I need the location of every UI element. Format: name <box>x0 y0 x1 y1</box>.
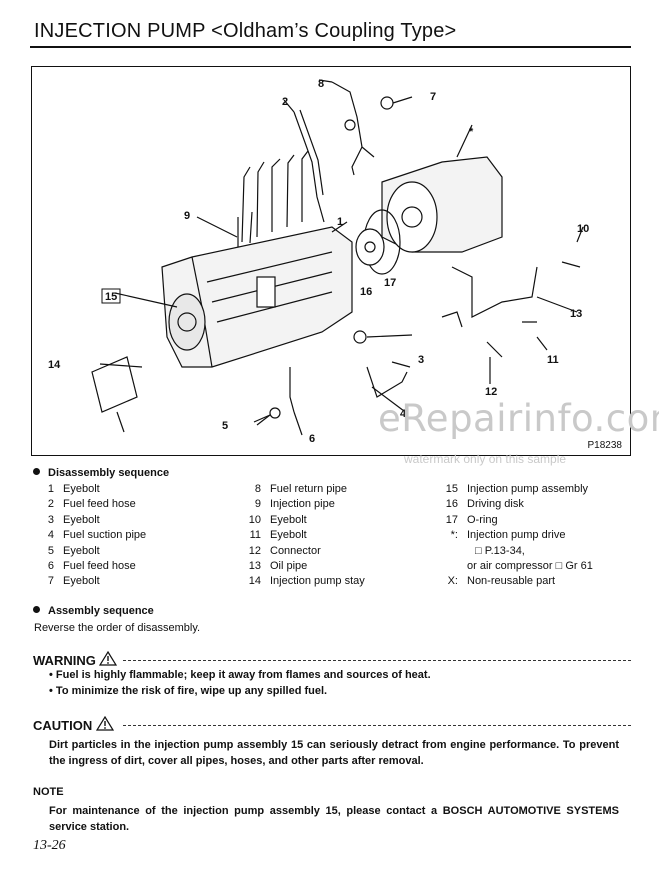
page-number: 13-26 <box>33 838 66 853</box>
callout-1: 1 <box>337 216 343 228</box>
bullet-icon <box>33 468 40 475</box>
exploded-view-figure: 8 2 7 * 9 1 10 15 16 17 13 3 11 14 12 4 … <box>31 66 631 456</box>
callout-2: 2 <box>282 96 288 108</box>
callout-15: 15 <box>105 291 117 303</box>
list-item: or air compressor □ Gr 61 <box>467 560 593 573</box>
callout-5: 5 <box>222 420 228 432</box>
watermark-subtext: watermark only on this sample <box>404 452 567 466</box>
caution-triangle-icon <box>95 715 114 731</box>
pump-diagram: 8 2 7 * 9 1 10 15 16 17 13 3 11 14 12 4 … <box>48 78 589 445</box>
disassembly-heading: Disassembly sequence <box>33 467 169 479</box>
callout-3: 3 <box>418 354 424 366</box>
bullet-icon <box>33 606 40 613</box>
callout-17: 17 <box>384 277 396 289</box>
callout-4: 4 <box>400 408 407 420</box>
warning-rule <box>123 660 631 661</box>
figure-code: P18238 <box>587 440 622 451</box>
list-item: X:Non-reusable part <box>447 575 556 588</box>
caution-rule <box>123 725 631 726</box>
warning-item: To minimize the risk of fire, wipe up an… <box>49 684 619 700</box>
list-item: □ P.13-34, <box>475 544 525 557</box>
warning-triangle-icon <box>99 650 118 666</box>
warning-label: WARNING <box>33 650 118 668</box>
callout-12: 12 <box>485 386 497 398</box>
title-underline <box>30 46 631 48</box>
note-label: NOTE <box>33 786 64 798</box>
callout-15-box <box>101 288 121 304</box>
caution-label: CAUTION <box>33 715 114 733</box>
callout-16: 16 <box>360 286 372 298</box>
caution-body: Dirt particles in the injection pump ass… <box>49 739 619 767</box>
callout-11: 11 <box>547 354 559 366</box>
list-item: *:Injection pump drive <box>450 529 566 542</box>
watermark: eRepairinfo.com <box>378 397 659 440</box>
callout-13: 13 <box>570 308 582 320</box>
assembly-text: Reverse the order of disassembly. <box>34 622 201 634</box>
warning-body: Fuel is highly flammable; keep it away f… <box>49 668 619 699</box>
assembly-heading: Assembly sequence <box>33 605 154 617</box>
callout-14: 14 <box>48 359 61 371</box>
warning-item: Fuel is highly flammable; keep it away f… <box>49 668 619 684</box>
callout-6: 6 <box>309 433 315 445</box>
callout-10: 10 <box>577 223 589 235</box>
note-body: For maintenance of the injection pump as… <box>49 805 619 833</box>
callout-8: 8 <box>318 78 324 90</box>
callout-star: * <box>469 126 474 138</box>
callout-9: 9 <box>184 210 190 222</box>
callout-7: 7 <box>430 91 436 103</box>
page-title: INJECTION PUMP <Oldham’s Coupling Type> <box>34 20 457 42</box>
